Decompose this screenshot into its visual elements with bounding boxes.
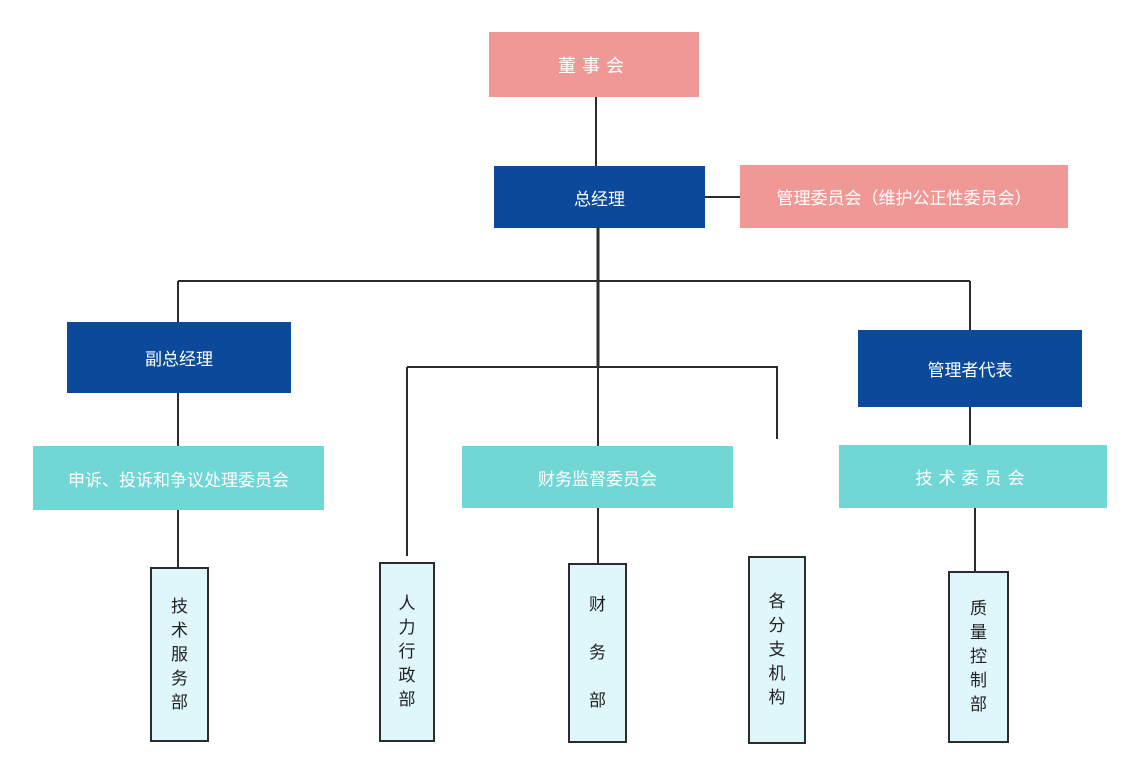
dept-quality-label: 质 量 控 制 部 <box>970 599 987 715</box>
dept-hr-admin-label: 人 力 行 政 部 <box>398 594 416 710</box>
tech-committee-node: 技术委员会 <box>839 445 1107 508</box>
dept-finance-label: 财 务 部 <box>589 595 606 711</box>
dept-branches: 各 分 支 机 构 <box>748 556 806 744</box>
dept-tech-service: 技 术 服 务 部 <box>150 567 209 742</box>
mgmt-committee-node: 管理委员会（维护公正性委员会） <box>740 165 1068 228</box>
dept-tech-service-label: 技 术 服 务 部 <box>171 596 188 713</box>
deputy-gm-label: 副总经理 <box>145 350 213 370</box>
finance-committee-label: 财务监督委员会 <box>538 469 657 490</box>
gm-label: 总经理 <box>574 189 625 210</box>
dept-hr-admin: 人 力 行 政 部 <box>379 562 435 742</box>
board-node: 董事会 <box>489 32 699 97</box>
deputy-gm-node: 副总经理 <box>67 322 291 393</box>
mgmt-committee-label: 管理委员会（维护公正性委员会） <box>776 189 1032 209</box>
dept-quality: 质 量 控 制 部 <box>948 571 1009 743</box>
mgmt-rep-node: 管理者代表 <box>858 330 1082 407</box>
board-label: 董事会 <box>558 55 630 77</box>
dept-finance: 财 务 部 <box>568 563 627 743</box>
gm-node: 总经理 <box>494 166 705 228</box>
complaint-committee-node: 申诉、投诉和争议处理委员会 <box>33 446 324 510</box>
complaint-committee-label: 申诉、投诉和争议处理委员会 <box>68 470 289 491</box>
tech-committee-label: 技术委员会 <box>915 469 1031 489</box>
mgmt-rep-label: 管理者代表 <box>927 361 1013 381</box>
dept-branches-label: 各 分 支 机 构 <box>768 592 786 708</box>
finance-committee-node: 财务监督委员会 <box>462 446 733 508</box>
